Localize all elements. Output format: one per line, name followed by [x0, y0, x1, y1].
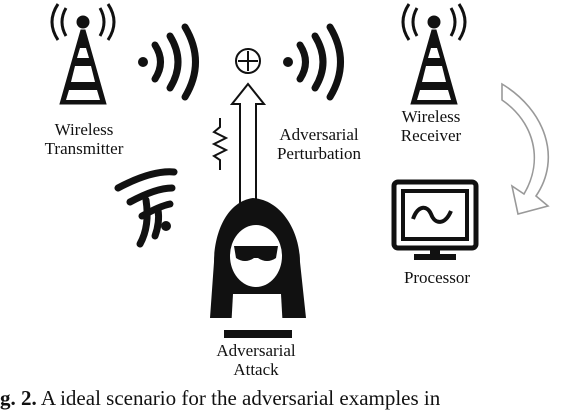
processor-label: Processor	[382, 268, 492, 287]
attack-label-line2: Attack	[233, 360, 279, 379]
perturbation-label-line1: Adversarial	[279, 125, 359, 144]
hacker-icon	[210, 198, 306, 338]
transmitter-tower-icon	[50, 3, 116, 105]
receiver-label-line2: Receiver	[400, 126, 462, 145]
processor-label-text: Processor	[403, 268, 471, 287]
signal-waves-icon	[138, 23, 199, 101]
signal-waves-icon	[283, 23, 344, 101]
caption-prefix: g. 2.	[0, 386, 37, 410]
receiver-label: Wireless Receiver	[376, 107, 486, 145]
processor-monitor-icon	[391, 179, 479, 260]
receiver-label-line1: Wireless	[401, 107, 461, 126]
caption-text: A ideal scenario for the adversarial exa…	[36, 386, 441, 410]
figure-caption: g. 2. A ideal scenario for the adversari…	[0, 386, 578, 410]
curved-arrow-icon	[501, 82, 550, 215]
perturbation-label-line2: Perturbation	[276, 144, 362, 163]
signal-waves-icon	[114, 168, 178, 248]
transmitter-label-line2: Transmitter	[44, 139, 124, 158]
resistor-icon	[211, 118, 229, 170]
transmitter-label: Wireless Transmitter	[24, 120, 144, 158]
attack-label-line1: Adversarial	[216, 341, 296, 360]
combine-symbol	[235, 48, 261, 74]
attack-label: Adversarial Attack	[196, 341, 316, 379]
transmitter-label-line1: Wireless	[54, 120, 114, 139]
receiver-tower-icon	[401, 3, 467, 105]
perturbation-label: Adversarial Perturbation	[262, 125, 376, 163]
